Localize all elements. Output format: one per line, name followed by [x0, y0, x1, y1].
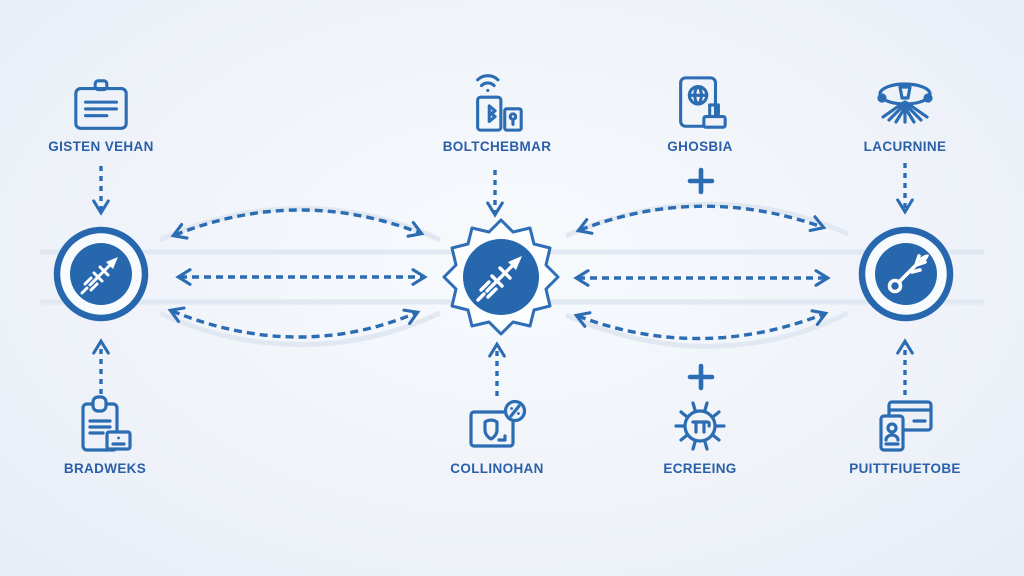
tablet-globe-icon — [679, 76, 727, 129]
right-hub — [858, 226, 954, 322]
top-item-label: GHOSBIA — [667, 139, 733, 154]
top-item-label: LACURNINE — [863, 139, 947, 154]
plus-marks — [687, 167, 715, 391]
bottom-item-label: BRADWEKS — [63, 461, 147, 476]
top-item-gisten-vehan: GISTEN VEHAN — [0, 72, 211, 154]
card-phone-icon — [879, 400, 933, 452]
center-hub — [442, 218, 560, 336]
winged-orbit-icon — [877, 82, 933, 124]
rocket-icon — [80, 257, 118, 295]
top-item-boltchebmar: BOLTCHEBMAR — [387, 72, 607, 154]
plus-icon-top — [687, 167, 715, 195]
id-badge-icon — [74, 79, 128, 130]
gear-icon — [674, 401, 726, 451]
bottom-item-collinohan: COLLINOHAN — [387, 394, 607, 476]
devices-wifi-icon — [476, 74, 523, 132]
arc-top-left — [170, 208, 425, 240]
bottom-item-label: PUITTFIUETOBE — [849, 461, 961, 476]
top-item-lacurnine: LACURNINE — [795, 72, 1015, 154]
rocket-gear-icon — [476, 256, 522, 302]
clipboard-card-icon — [81, 395, 132, 452]
arc-bottom-left — [167, 306, 421, 339]
bottom-item-ecreeing: ECREEING — [590, 394, 810, 476]
vertical-arrows — [92, 163, 914, 396]
top-item-label: GISTEN VEHAN — [48, 139, 154, 154]
bottom-item-label: COLLINOHAN — [450, 461, 544, 476]
monitor-shield-icon — [469, 399, 527, 448]
left-hub — [53, 226, 149, 322]
arc-bottom-right — [573, 309, 829, 341]
center-right-connectors — [573, 204, 831, 341]
wrench-icon — [887, 254, 929, 294]
bottom-item-puittfiuetobe: PUITTFIUETOBE — [795, 394, 1015, 476]
top-item-label: BOLTCHEBMAR — [442, 139, 552, 154]
arc-top-right — [575, 204, 827, 235]
left-center-connectors — [167, 208, 428, 339]
plus-icon-bottom — [687, 363, 715, 391]
bottom-item-bradweks: BRADWEKS — [0, 394, 215, 476]
bottom-item-label: ECREEING — [663, 461, 737, 476]
top-item-ghosbia: GHOSBIA — [590, 72, 810, 154]
